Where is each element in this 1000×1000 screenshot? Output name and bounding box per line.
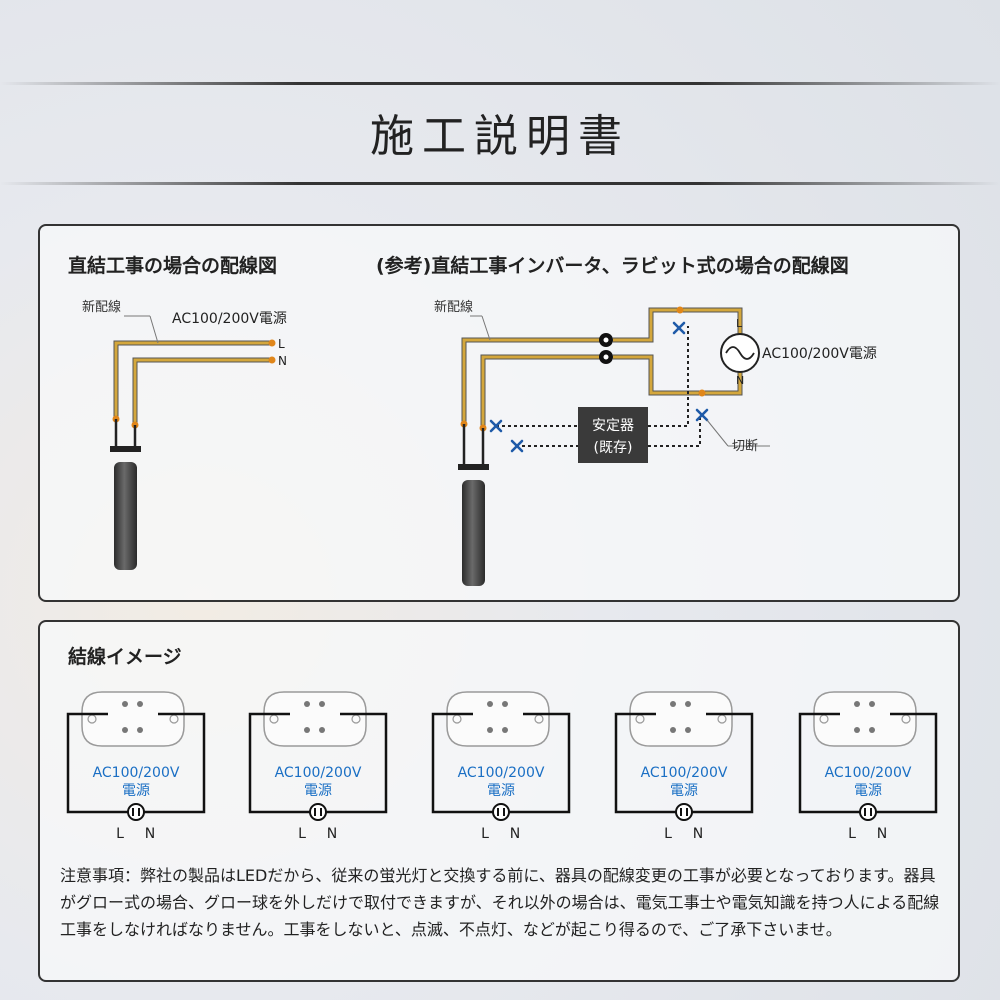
direct-new-wiring-label: 新配線 [82,299,121,315]
fixture-n-label: N [693,826,703,842]
socket-pin [670,701,676,707]
fixture-diagram: AC100/200V 電源 L N [614,691,754,842]
existing-ballast [578,407,648,463]
cut-label: 切断 [732,439,758,454]
fixture-power-label: AC100/200V [275,765,362,781]
socket-pin [122,727,128,733]
fixture-power-unit: 電源 [670,783,698,799]
fixture-l-label: L [481,826,489,842]
fixture-diagram: AC100/200V 電源 L N [431,691,571,842]
socket-pin [137,701,143,707]
socket-pin [487,727,493,733]
socket-pin [854,727,860,733]
fixture-n-label: N [510,826,520,842]
socket-pin [304,701,310,707]
plug-icon [309,803,327,821]
socket-pin [502,701,508,707]
fixture-power-label: AC100/200V [458,765,545,781]
page-title: 施工説明書 [370,111,630,162]
fixture-power-label: AC100/200V [93,765,180,781]
cut-mark-icon [672,321,686,335]
socket-pin [869,701,875,707]
fixture-power-label: AC100/200V [641,765,728,781]
fixture-power-unit: 電源 [304,783,332,799]
reference-power-label: AC100/200V電源 [762,346,877,362]
socket-pin [319,701,325,707]
socket-pin [319,727,325,733]
direct-l-label: L [278,337,285,351]
plug-icon [859,803,877,821]
fixture-diagram: AC100/200V 電源 L N [66,691,206,842]
socket-pin [854,701,860,707]
direct-led-tube [114,462,137,570]
fixture-l-label: L [116,826,124,842]
cut-mark-icon [695,408,709,422]
socket-pin [869,727,875,733]
connection-heading: 結線イメージ [68,646,182,668]
connection-fixtures-svg: AC100/200V 電源 L N AC100/200V 電源 L N AC100/200V 電源… [66,691,938,842]
lamp-socket [629,691,733,747]
reference-l-label: L [736,317,743,330]
fixture-l-label: L [298,826,306,842]
socket-pin [487,701,493,707]
cut-mark-icon [510,439,524,453]
fixture-n-label: N [877,826,887,842]
fixture-diagram: AC100/200V 電源 L N [798,691,938,842]
direct-n-label: N [278,354,287,368]
plug-icon [127,803,145,821]
fixture-n-label: N [327,826,337,842]
reference-tube-cap [458,464,489,470]
fixture-diagram: AC100/200V 電源 L N [248,691,388,842]
ballast-label-line1: 安定器 [592,418,634,434]
direct-terminal-l [268,339,276,347]
direct-wiring-diagram: 新配線 AC100/200V電源 L N [82,299,287,570]
socket-pin [670,727,676,733]
direct-power-label: AC100/200V電源 [172,311,287,327]
wiring-diagram-svg: 新配線 AC100/200V電源 L N [82,299,877,586]
direct-tube-cap [110,446,141,452]
title-rule-top [0,82,1000,85]
direct-wiring-heading: 直結工事の場合の配線図 [68,255,278,277]
reference-wiring-diagram: L N AC100/200V電源 安定器 (既存) [434,299,877,586]
fixture-l-label: L [664,826,672,842]
wiring-diagram-panel: 直結工事の場合の配線図 (参考)直結工事インバータ、ラビット式の場合の配線図 [38,224,960,602]
title-rule-bottom [0,182,1000,185]
lamp-socket [813,691,917,747]
cut-mark-icon [489,419,503,433]
plug-icon [492,803,510,821]
socket-pin [304,727,310,733]
reference-wiring-heading: (参考)直結工事インバータ、ラビット式の場合の配線図 [376,255,849,277]
lamp-socket [81,691,185,747]
reference-led-tube [462,480,485,586]
reference-new-wiring-label: 新配線 [434,299,473,315]
socket-pin [137,727,143,733]
fixture-l-label: L [848,826,856,842]
plug-icon [675,803,693,821]
socket-pin [685,701,691,707]
notice-text: 注意事項：弊社の製品はLEDだから、従来の蛍光灯と交換する前に、器具の配線変更の… [60,866,940,939]
fixture-power-unit: 電源 [854,783,882,799]
fixture-power-unit: 電源 [122,783,150,799]
ballast-label-line2: (既存) [594,440,633,456]
reference-n-label: N [736,374,744,387]
fixture-power-label: AC100/200V [825,765,912,781]
socket-pin [122,701,128,707]
lamp-socket [263,691,367,747]
direct-wire-n [132,357,272,425]
direct-wire-l [113,340,272,419]
fixture-power-unit: 電源 [487,783,515,799]
socket-pin [685,727,691,733]
direct-terminal-n [268,356,276,364]
socket-pin [502,727,508,733]
lamp-socket [446,691,550,747]
fixture-n-label: N [145,826,155,842]
